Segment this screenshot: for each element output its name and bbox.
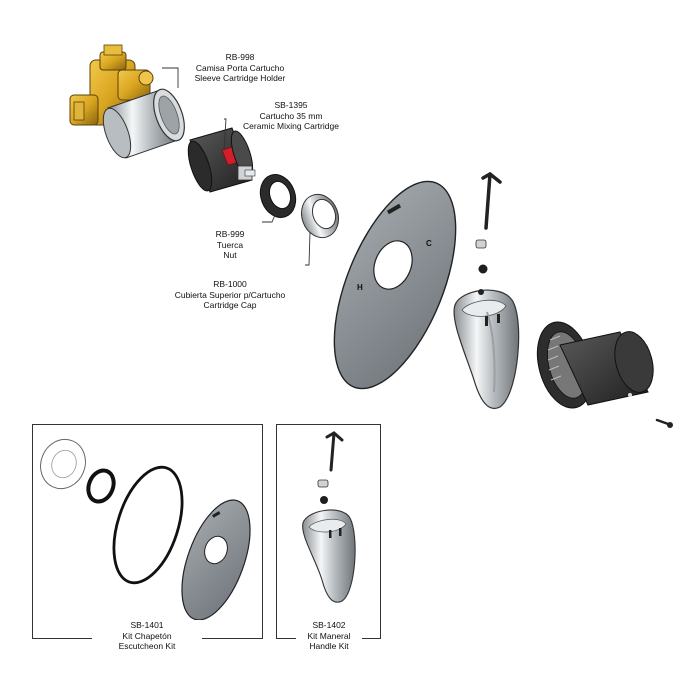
label-rb998: RB-998 Camisa Porta Cartucho Sleeve Cart… [185,52,295,84]
label-sb1401-en: Escutcheon Kit [118,641,176,651]
leader-rb999 [262,214,276,223]
kit-box-handle [276,424,381,639]
label-sb1401-code: SB-1401 [130,620,164,630]
label-sb1395: SB-1395 Cartucho 35 mm Ceramic Mixing Ca… [228,100,354,132]
label-rb999-es: Tuerca [216,239,244,250]
plate-mark-cold: C [426,239,432,248]
valve-body-brass [69,44,154,126]
label-rb998-code: RB-998 [225,52,255,62]
label-rb1000: RB-1000 Cubierta Superior p/Cartucho Car… [160,279,300,311]
label-rb1000-code: RB-1000 [213,279,247,289]
kit-handle-contents [302,431,356,603]
label-rb999: RB-999 Tuerca Nut [200,229,260,261]
small-screw [655,418,673,428]
ceramic-mixing-cartridge [187,127,256,193]
label-sb1401: SB-1401 Kit Chapetón Escutcheon Kit [92,620,202,652]
escutcheon-plate: H C [333,180,457,390]
label-rb998-es: Camisa Porta Cartucho [195,62,285,73]
label-rb1000-es: Cubierta Superior p/Cartucho [174,289,286,300]
cartridge-cap [300,193,340,239]
nut [259,174,297,218]
label-sb1401-es: Kit Chapetón [122,630,172,641]
label-sb1402-en: Handle Kit [309,641,349,651]
label-sb1395-code: SB-1395 [274,100,308,110]
label-rb1000-en: Cartridge Cap [203,300,257,310]
label-rb999-code: RB-999 [215,229,245,239]
set-screw [475,239,488,274]
leader-lines [162,67,311,266]
sleeve-cartridge-holder [102,88,185,159]
handle-lever [453,289,520,409]
label-rb998-en: Sleeve Cartridge Holder [194,73,286,83]
label-sb1402: SB-1402 Kit Maneral Handle Kit [296,620,362,652]
leader-sb1395 [223,118,227,151]
plate-mark-hot: H [357,283,363,292]
kit-box-escutcheon [32,424,263,639]
kit-escutcheon-contents [40,438,251,621]
label-sb1395-en: Ceramic Mixing Cartridge [243,121,339,131]
label-sb1402-code: SB-1402 [312,620,346,630]
label-rb999-en: Nut [223,250,237,260]
label-sb1402-es: Kit Maneral [307,630,351,641]
allen-key [481,171,502,230]
trim-sleeve [536,321,654,409]
leader-rb1000 [305,231,311,266]
leader-rb998 [162,67,179,88]
label-sb1395-es: Cartucho 35 mm [259,110,323,121]
